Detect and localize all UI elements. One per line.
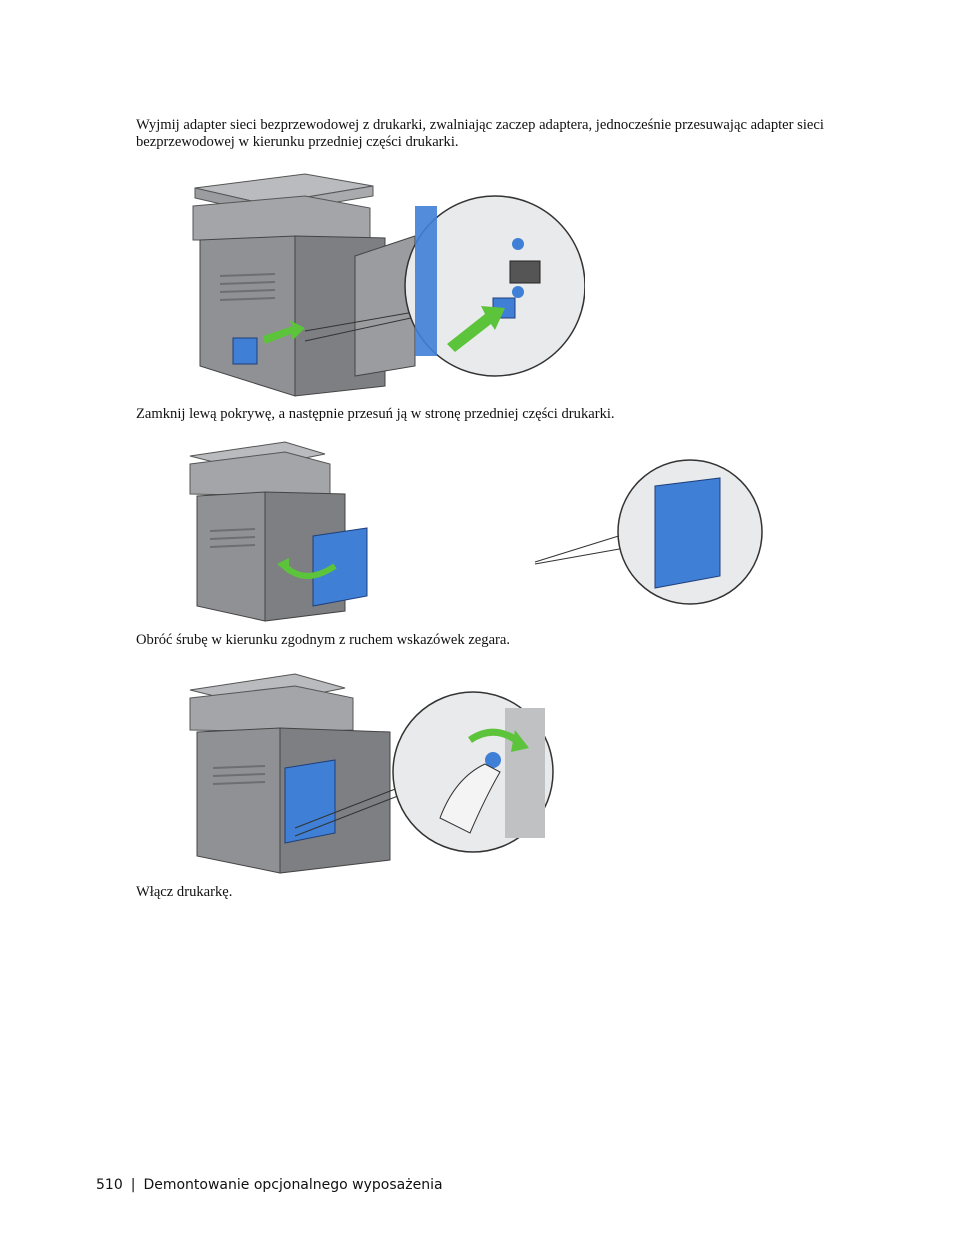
printer-illustration [189, 673, 404, 874]
figure-remove-adapter [192, 173, 585, 397]
section-title: Demontowanie opcjonalnego wyposażenia [143, 1177, 443, 1193]
step-1-text: Wyjmij adapter sieci bezprzewodowej z dr… [136, 117, 824, 150]
step-3-text: Obróć śrubę w kierunku zgodnym z ruchem … [136, 632, 511, 648]
page-number: 510 [96, 1177, 123, 1193]
footer-separator: | [130, 1177, 136, 1193]
printer-illustration [189, 441, 626, 622]
detail-zoom-circle [404, 195, 585, 377]
detail-zoom-circle [617, 459, 763, 605]
printer-illustration [192, 173, 421, 397]
step-2-text: Zamknij lewą pokrywę, a następnie przesu… [136, 406, 615, 422]
figure-turn-screw [189, 673, 554, 874]
figure-close-cover [189, 441, 763, 622]
step-4-text: Włącz drukarkę. [136, 884, 233, 900]
detail-zoom-circle [392, 691, 554, 853]
page-footer: 510 | Demontowanie opcjonalnego wyposażeni… [96, 1177, 443, 1193]
